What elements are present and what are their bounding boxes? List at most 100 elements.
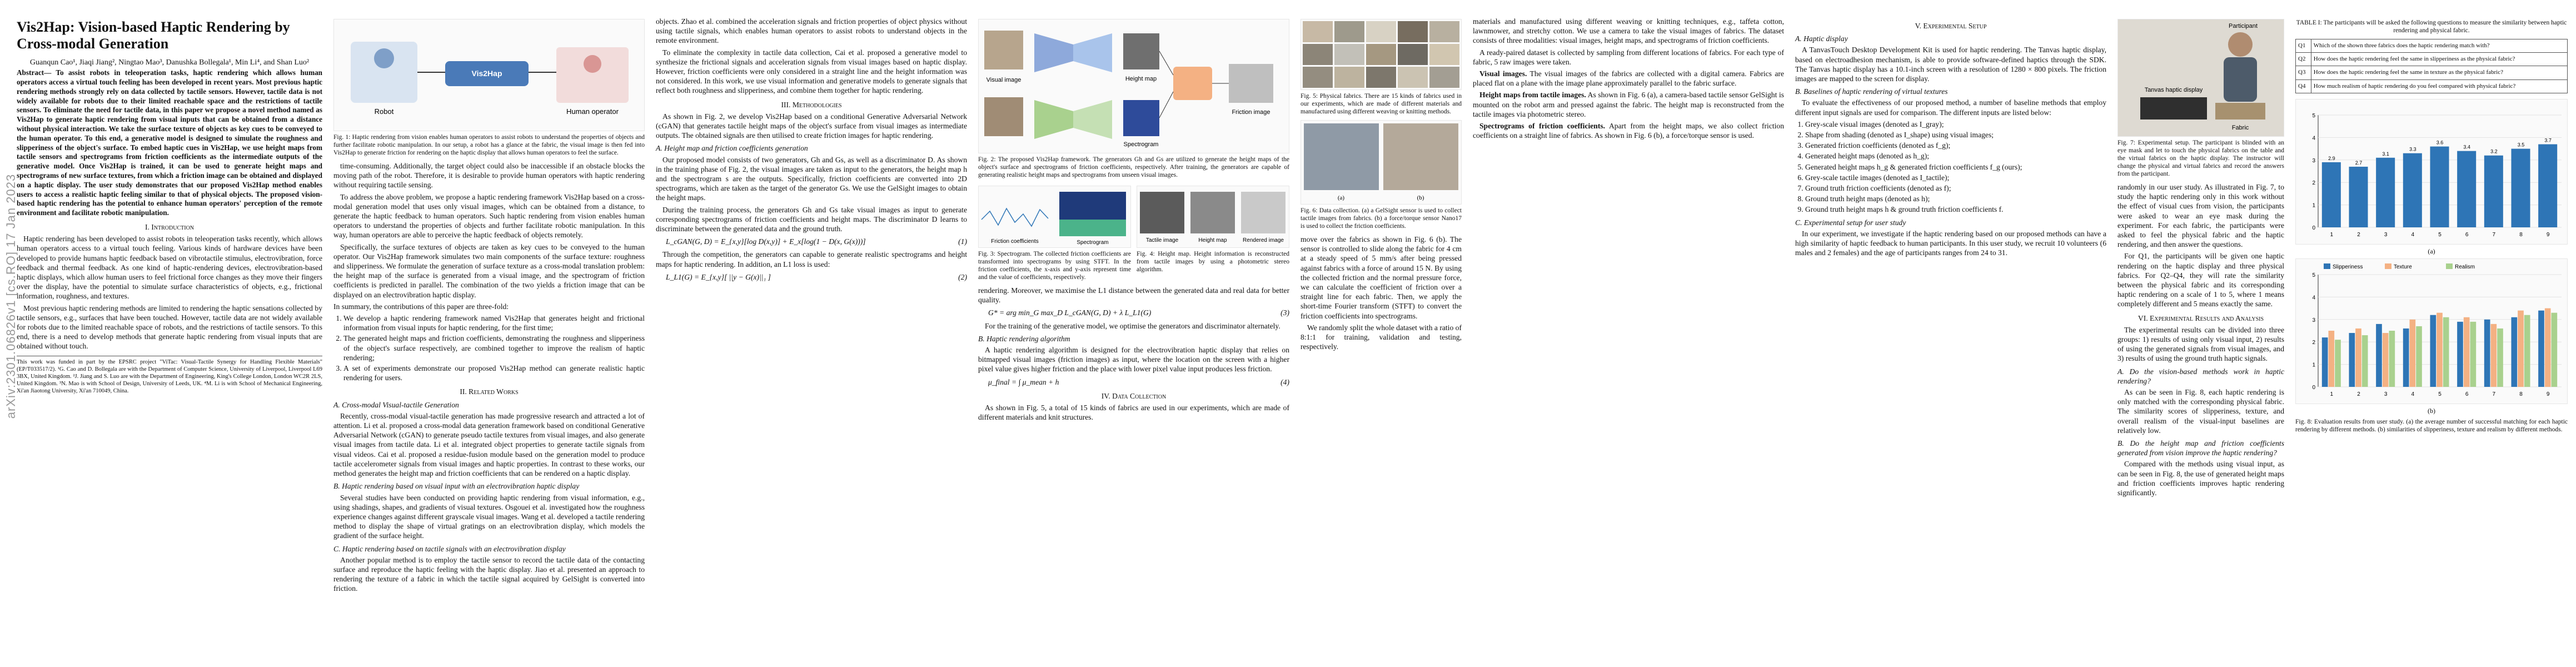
fig6-label-a: (a) (1338, 195, 1345, 201)
data-label: 3.3 (2409, 146, 2416, 152)
fabric-swatch (1334, 44, 1364, 65)
fig3-label-b: Spectrogram (1077, 240, 1108, 246)
data-label: 3.1 (2382, 151, 2389, 157)
paragraph: move over the fabrics as shown in Fig. 6… (1301, 235, 1462, 320)
baseline-item: Ground truth friction coefficients (deno… (1805, 183, 2106, 193)
bar (2349, 333, 2355, 387)
paragraph: In our experiment, we investigate if the… (1795, 229, 2106, 257)
table-cell: Q2 (2295, 52, 2311, 67)
column-6: materials and manufactured using differe… (1473, 17, 1784, 142)
bar (2484, 155, 2503, 227)
paragraph: A TanvasTouch Desktop Development Kit is… (1795, 46, 2106, 83)
y-tick-label: 5 (2312, 272, 2315, 278)
equation-number: (2) (958, 272, 967, 281)
paragraph: rendering. Moreover, we maximise the L1 … (978, 286, 1289, 305)
table-cell: How does the haptic rendering feel the s… (2310, 66, 2568, 80)
paragraph: For Q1, the participants will be given o… (2117, 252, 2284, 308)
x-tick-label: 4 (2411, 391, 2415, 397)
bar (2335, 340, 2341, 387)
y-tick-label: 0 (2312, 385, 2315, 391)
fig4-label-a: Tactile image (1146, 237, 1179, 243)
figure-2-caption: Fig. 2: The proposed Vis2Hap framework. … (978, 156, 1289, 178)
subsection-heading: B. Haptic rendering algorithm (978, 334, 1070, 343)
human-shape (556, 47, 629, 103)
paragraph: To address the above problem, we propose… (333, 192, 645, 240)
x-tick-label: 3 (2384, 391, 2388, 397)
paragraph: For the training of the generative model… (985, 321, 1280, 330)
fig7-label-participant: Participant (2229, 23, 2258, 29)
tactile-image (1140, 192, 1184, 233)
bar (2457, 321, 2463, 387)
baseline-list: Grey-scale visual images (denoted as I_g… (1795, 120, 2106, 215)
fabric-swatch (1334, 67, 1364, 88)
data-label: 3.5 (2518, 142, 2525, 147)
arrow-height (1159, 51, 1174, 76)
column-4: Visual image Height map Spectrogram Fric… (978, 17, 1289, 424)
y-tick-label: 2 (2312, 340, 2315, 346)
fig6-label-b: (b) (1417, 195, 1424, 201)
paragraph: Haptic rendering has been developed to a… (17, 235, 322, 301)
contribution-item: We develop a haptic rendering framework … (343, 313, 645, 332)
section-heading-related: II. Related Works (460, 387, 519, 396)
figure-3-plots: Friction coefficients Spectrogram (981, 192, 1126, 246)
baseline-item: Ground truth height maps h & ground trut… (1805, 205, 2106, 214)
decoder-top (1073, 33, 1112, 72)
rendered-image (1241, 192, 1285, 233)
bar (2518, 310, 2524, 387)
figure-7-caption: Fig. 7: Experimental setup. The particip… (2117, 140, 2284, 177)
encoder-top (1034, 33, 1073, 72)
table-cell: How does the haptic rendering feel the s… (2310, 52, 2568, 67)
figure-8-panel-b-label: (b) (2428, 407, 2435, 415)
y-tick-label: 4 (2312, 295, 2315, 301)
x-tick-label: 4 (2411, 232, 2415, 238)
paragraph: A haptic rendering algorithm is designed… (978, 346, 1289, 374)
figure-1-caption: Fig. 1: Haptic rendering from vision ena… (333, 134, 645, 156)
fabric-swatch (1366, 44, 1396, 65)
figure-8-caption: Fig. 8: Evaluation results from user stu… (2295, 419, 2568, 434)
encoder-bottom (1034, 100, 1073, 139)
fabric-swatch (1429, 44, 1459, 65)
x-tick-label: 1 (2330, 391, 2334, 397)
bar (2376, 157, 2395, 227)
x-tick-label: 2 (2357, 391, 2360, 397)
equation-number: (4) (1280, 377, 1289, 386)
paragraph: Most previous haptic rendering methods a… (17, 303, 322, 351)
column-7: V. Experimental Setup A. Haptic display … (1795, 17, 2106, 260)
contribution-item: A set of experiments demonstrate our pro… (343, 364, 645, 382)
subsection-heading: A. Cross-modal Visual-tactile Generation (333, 400, 459, 409)
bar (2403, 328, 2409, 387)
paragraph: To evaluate the effectiveness of our pro… (1795, 98, 2106, 117)
gelsight-photo (1304, 123, 1379, 190)
column-9: TABLE I: The participants will be asked … (2295, 17, 2568, 438)
column-1: Vis2Hap: Vision-based Haptic Rendering b… (17, 17, 322, 395)
paragraph: During the training process, the generat… (656, 205, 967, 233)
decoder-bottom (1073, 100, 1112, 139)
x-tick-label: 7 (2493, 232, 2496, 238)
x-tick-label: 8 (2519, 232, 2523, 238)
bar (2524, 315, 2530, 387)
x-tick-label: 5 (2438, 391, 2442, 397)
paragraph: Specifically, the surface textures of ob… (333, 242, 645, 299)
figure-6-photos: (a) (b) (1304, 123, 1458, 201)
bar (2321, 337, 2328, 387)
bar (2430, 315, 2437, 387)
paragraph: Recently, cross-modal visual-tactile gen… (333, 411, 645, 478)
equation-2: L_L1(G) = E_{x,y}[ ||y − G(x)||₁ ] (2) (666, 272, 967, 282)
figure-5-caption: Fig. 5: Physical fabrics. There are 15 k… (1301, 93, 1462, 115)
y-tick-label: 4 (2312, 135, 2315, 141)
figure-3-4-row: Friction coefficients Spectrogram Fig. 3… (978, 183, 1289, 286)
visual-image-bottom (984, 97, 1023, 136)
baseline-item: Grey-scale visual images (denoted as I_g… (1805, 120, 2106, 129)
spectrogram-band (1059, 220, 1126, 236)
x-tick-label: 9 (2547, 391, 2550, 397)
height-map-output (1123, 33, 1159, 69)
baseline-item: Ground truth height maps (denoted as h); (1805, 194, 2106, 203)
authors: Guanqun Cao¹, Jiaqi Jiang², Ningtao Mao³… (29, 58, 310, 67)
bar (2511, 317, 2518, 387)
fig4-label-c: Rendered image (1243, 237, 1284, 243)
figure-5 (1301, 19, 1462, 90)
